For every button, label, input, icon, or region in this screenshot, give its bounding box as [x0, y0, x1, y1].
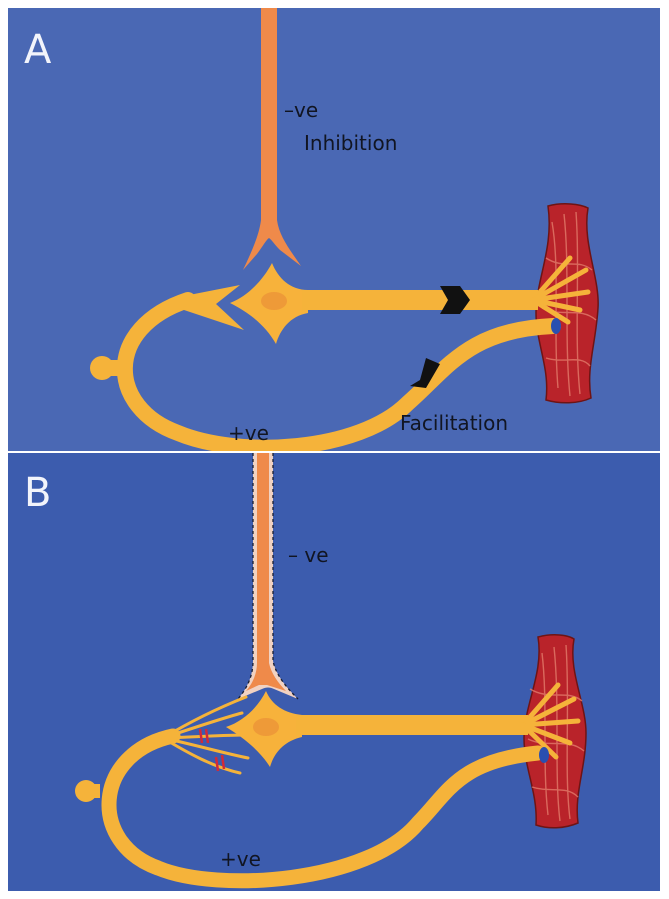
negative-label-a: –ve: [284, 100, 318, 120]
panel-letter-a: A: [24, 30, 51, 70]
nucleus-b: [253, 718, 279, 736]
afferent-loop-b: [109, 736, 538, 881]
efferent-axon-b: [296, 715, 528, 735]
spindle-ending-a: [551, 318, 561, 334]
spindle-ending-b: [539, 747, 549, 763]
panel-a: A –ve Inhibition Facilitation +ve: [8, 8, 660, 451]
afferent-terminal-a: [184, 285, 244, 330]
panel-a-diagram: [8, 8, 660, 451]
negative-label-b: – ve: [288, 545, 329, 565]
panel-b: B – ve +ve: [8, 453, 660, 891]
nucleus-a: [261, 292, 287, 310]
facilitation-label: Facilitation: [400, 413, 508, 433]
panel-b-diagram: [8, 453, 660, 891]
positive-label-a: +ve: [228, 423, 269, 443]
positive-label-b: +ve: [220, 849, 261, 869]
inhibition-label: Inhibition: [304, 133, 397, 153]
panel-letter-b: B: [24, 473, 51, 513]
afferent-branches-b: [163, 697, 248, 773]
inhibitory-axon-a: [243, 8, 301, 270]
efferent-axon-a: [302, 290, 538, 310]
